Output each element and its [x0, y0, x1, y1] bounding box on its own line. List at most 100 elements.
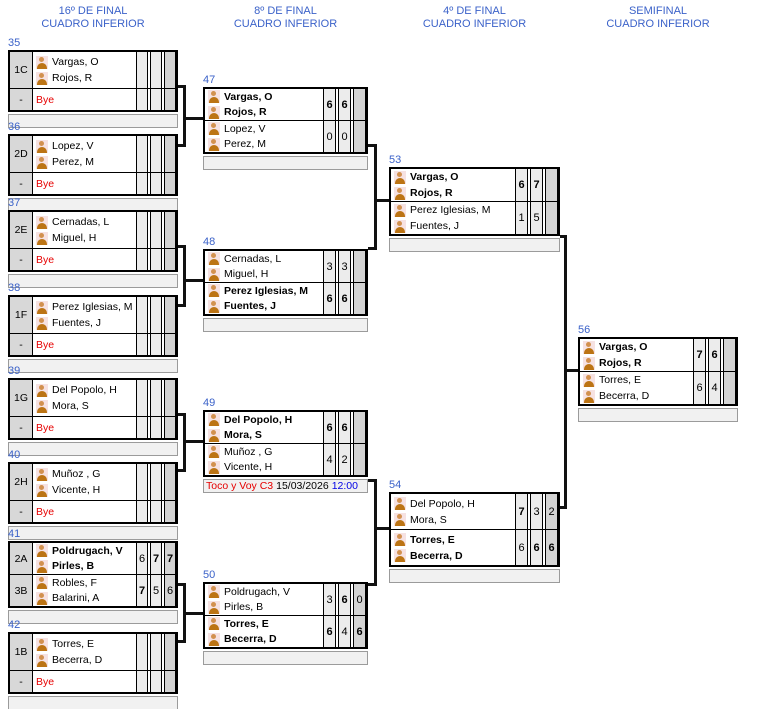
bye-row: - Bye: [10, 501, 176, 522]
match-49: 49 Del Popolo, H Mora, S 6 6 Muñoz , G V…: [203, 397, 368, 493]
score-cells: 6 4: [691, 372, 736, 404]
bracket-connector: [368, 479, 377, 482]
player-icon: [36, 399, 48, 413]
player-name: Lopez, V: [52, 140, 94, 152]
seed-cell: -: [10, 173, 33, 194]
match-box[interactable]: 1C Vargas, O Rojos, R - Bye: [8, 50, 178, 112]
match-footer: [203, 156, 368, 170]
match-number[interactable]: 48: [203, 236, 216, 248]
match-box[interactable]: Cernadas, L Miguel, H 3 3 Perez Iglesias…: [203, 249, 368, 316]
player-icon: [208, 105, 220, 119]
bye-label: Bye: [36, 253, 55, 266]
score-cells: 6 6 6: [513, 530, 558, 565]
score-cell: 6: [323, 616, 336, 647]
score-cell: [136, 464, 148, 500]
score-cells: [134, 334, 176, 355]
player-icon: [208, 585, 220, 599]
bracket-connector: [560, 235, 567, 238]
bracket-connector: [178, 640, 186, 643]
score-cells: 6 7 7: [134, 543, 176, 574]
team-row: Lopez, V Perez, M 0 0: [205, 121, 366, 152]
column-header-line2: CUADRO INFERIOR: [422, 18, 527, 30]
match-footer: [389, 569, 560, 583]
match-number[interactable]: 38: [8, 282, 21, 294]
match-number[interactable]: 56: [578, 324, 591, 336]
score-cells: 6 4 6: [321, 616, 366, 647]
score-cells: [134, 297, 176, 333]
score-cells: [134, 501, 176, 522]
player-name: Becerra, D: [52, 654, 103, 666]
match-number[interactable]: 39: [8, 365, 21, 377]
team-row: Vargas, O Rojos, R 6 7: [391, 169, 558, 202]
player-icon: [36, 316, 48, 330]
player-name: Perez Iglesias, M: [224, 284, 309, 297]
match-number[interactable]: 42: [8, 619, 21, 631]
match-box[interactable]: Vargas, O Rojos, R 6 7 Perez Iglesias, M…: [389, 167, 560, 236]
bracket-connector: [368, 583, 377, 586]
match-box[interactable]: Vargas, O Rojos, R 6 6 Lopez, V Perez, M…: [203, 87, 368, 154]
match-number[interactable]: 49: [203, 397, 216, 409]
match-number[interactable]: 41: [8, 528, 21, 540]
match-number[interactable]: 50: [203, 569, 216, 581]
seed-cell: -: [10, 89, 33, 110]
player-name: Becerra, D: [224, 633, 277, 646]
match-footer: [8, 526, 178, 540]
team-names: Muñoz , G Vicente, H: [33, 464, 134, 500]
player-name: Mora, S: [410, 513, 447, 526]
player-name: Miguel, H: [52, 232, 97, 244]
match-box[interactable]: 2E Cernadas, L Miguel, H - Bye: [8, 210, 178, 272]
score-cell: 4: [323, 444, 336, 475]
score-cell: [353, 412, 366, 443]
player-name: Perez Iglesias, M: [410, 204, 491, 216]
match-36: 36 2D Lopez, V Perez, M - Bye: [8, 121, 178, 212]
match-box[interactable]: 2A Poldrugach, V Pirles, B 6 7 7 3B Robl…: [8, 541, 178, 608]
match-box[interactable]: Vargas, O Rojos, R 7 6 Torres, E Becerra…: [578, 337, 738, 406]
column-header-4-final: 4º DE FINAL CUADRO INFERIOR: [389, 5, 560, 31]
score-cell: 7: [515, 494, 528, 529]
player-icon: [208, 122, 220, 136]
match-number[interactable]: 37: [8, 197, 21, 209]
match-number[interactable]: 36: [8, 121, 21, 133]
match-number[interactable]: 47: [203, 74, 216, 86]
bracket-connector: [377, 199, 389, 202]
player-name: Poldrugach, V: [52, 544, 123, 557]
score-cells: [134, 52, 176, 88]
match-box[interactable]: 2H Muñoz , G Vicente, H - Bye: [8, 462, 178, 524]
score-cell: 6: [338, 584, 351, 615]
match-box[interactable]: 1F Perez Iglesias, M Fuentes, J - Bye: [8, 295, 178, 357]
player-icon: [36, 576, 48, 590]
match-box[interactable]: 1B Torres, E Becerra, D - Bye: [8, 632, 178, 694]
match-box[interactable]: 2D Lopez, V Perez, M - Bye: [8, 134, 178, 196]
score-cell: [164, 52, 176, 88]
score-cell: [545, 169, 558, 201]
match-number[interactable]: 53: [389, 154, 402, 166]
score-cell: [136, 334, 148, 355]
match-box[interactable]: Del Popolo, H Mora, S 6 6 Muñoz , G Vice…: [203, 410, 368, 477]
match-footer: [8, 359, 178, 373]
score-cell: [150, 464, 162, 500]
match-number[interactable]: 35: [8, 37, 21, 49]
score-cell: 6: [353, 616, 366, 647]
seed-cell: 2A: [10, 543, 33, 574]
match-date: 15/03/2026: [276, 480, 329, 492]
player-name: Del Popolo, H: [52, 384, 117, 396]
bye-row: - Bye: [10, 173, 176, 194]
match-number[interactable]: 40: [8, 449, 21, 461]
player-icon: [208, 428, 220, 442]
match-number[interactable]: 54: [389, 479, 402, 491]
match-box[interactable]: Poldrugach, V Pirles, B 3 6 0 Torres, E …: [203, 582, 368, 649]
score-cells: 7 5 6: [134, 575, 176, 606]
match-footer: [8, 274, 178, 288]
bye-label: Bye: [36, 421, 55, 434]
match-box[interactable]: Del Popolo, H Mora, S 7 3 2 Torres, E Be…: [389, 492, 560, 567]
team-names: Lopez, V Perez, M: [205, 121, 321, 152]
player-name: Vicente, H: [224, 461, 273, 474]
team-names: Vargas, O Rojos, R: [33, 52, 134, 88]
match-box[interactable]: 1G Del Popolo, H Mora, S - Bye: [8, 378, 178, 440]
match-time-link[interactable]: 12:00: [331, 480, 358, 492]
player-icon: [583, 340, 595, 354]
match-41: 41 2A Poldrugach, V Pirles, B 6 7 7 3B R…: [8, 528, 178, 624]
column-header-line1: 8º DE FINAL: [254, 5, 317, 17]
team-names: Perez Iglesias, M Fuentes, J: [205, 283, 321, 314]
score-cell: [545, 202, 558, 234]
